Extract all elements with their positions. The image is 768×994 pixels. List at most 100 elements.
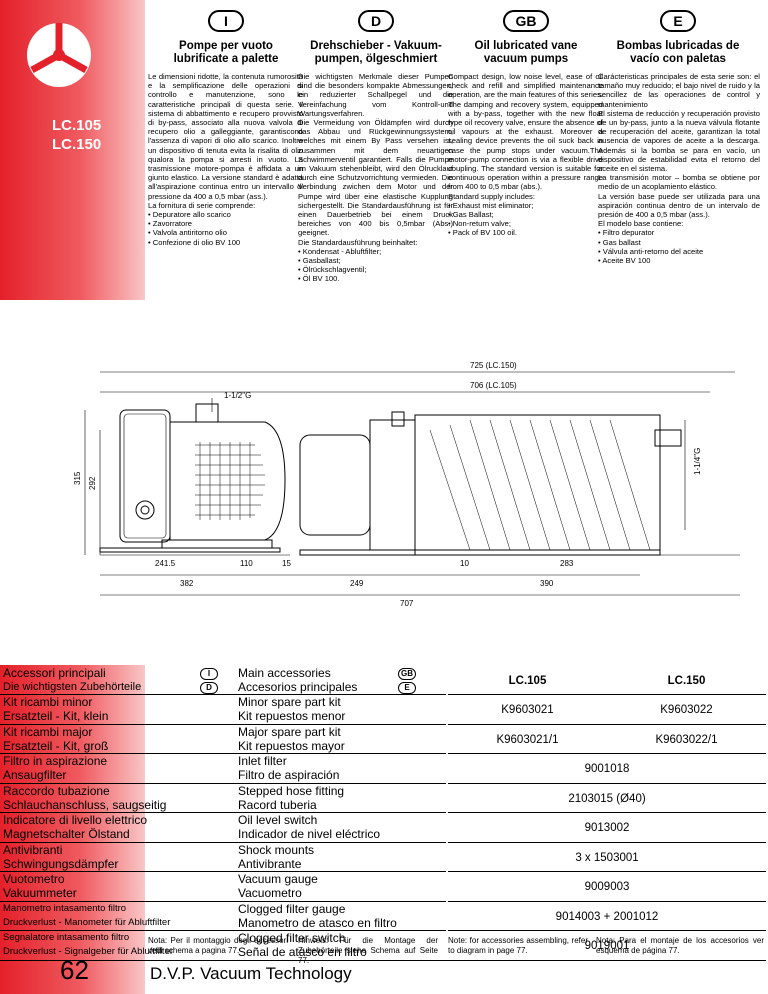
col-lc105: LC.105: [508, 675, 547, 687]
row-label-en: Clogged filter switch: [238, 931, 346, 945]
row-label-de: Druckverlust - Manometer für Abluftfilte…: [3, 916, 171, 928]
row-label-es: Kit repuestos menor: [238, 709, 346, 723]
dim-382: 382: [180, 579, 194, 588]
lang-header-gb: GB Oil lubricated vane vacuum pumps: [446, 10, 606, 66]
row-label-es: Racord tuberia: [238, 797, 317, 812]
dim-315: 315: [73, 471, 82, 485]
row-label-es: Antivibrante: [238, 856, 302, 871]
row-divider: [0, 930, 446, 931]
part-number: 9019001: [584, 940, 630, 952]
row-label-it: Filtro in aspirazione: [3, 754, 108, 768]
desc-bullet: • Öl BV 100.: [298, 274, 340, 284]
dimension-lines: [84, 371, 740, 596]
row-divider: [0, 900, 446, 902]
row-label-en: Shock mounts: [238, 842, 315, 857]
desc-bullet: • Zavorratore: [148, 219, 193, 229]
row-divider: [0, 694, 446, 695]
acc-header-en: Main accessories: [238, 666, 331, 680]
row-label-es: Kit repuestos mayor: [238, 738, 345, 753]
note-it: Nota: Per il montaggio degli accessori v…: [148, 936, 288, 955]
title-line: vacío con paletas: [630, 53, 726, 65]
desc-para: Standard supply includes:: [448, 191, 535, 201]
badge-gb: GB: [398, 668, 416, 680]
lang-badge: I: [208, 10, 244, 32]
row-label-en: Minor spare part kit: [238, 695, 341, 709]
dim-15: 15: [282, 559, 291, 568]
row-label-de: Druckverlust - Signalgeber für Abluftfil…: [3, 946, 174, 957]
desc-bullet: • Exhaust mist eliminator;: [448, 200, 534, 210]
lang-header-de: D Drehschieber - Vakuum- pumpen, ölgesch…: [296, 10, 456, 66]
row-label-de: Schwingungsdämpfer: [3, 856, 119, 871]
desc-bullet: • Pack of BV 100 oil.: [448, 228, 517, 238]
description-es: Carácteristicas principales de esta seri…: [598, 72, 760, 265]
company-logo-icon: [27, 23, 91, 87]
dim-outlet-thread: 1-1/4"G: [693, 448, 702, 475]
title-line: lubrificate a palette: [173, 53, 279, 65]
dim-283: 283: [560, 559, 574, 568]
acc-header-es: Accesorios principales: [238, 680, 358, 694]
row-divider: [0, 782, 446, 784]
company-name: D.V.P. Vacuum Technology: [150, 964, 352, 983]
desc-bullet: • Depuratore allo scarico: [148, 210, 231, 220]
note-es: Nota: Para el montaje de los accesorios …: [596, 936, 764, 955]
row-divider: [448, 723, 766, 725]
badge-de: D: [200, 682, 218, 694]
desc-para: El sistema de reducción y recuperación p…: [598, 108, 760, 174]
desc-bullet: • Aceite BV 100: [598, 256, 651, 266]
dim-390: 390: [540, 579, 554, 588]
badge-it: I: [200, 668, 218, 680]
title-line: Drehschieber - Vakuum-: [310, 40, 442, 52]
dim-725: 725 (LC.150): [470, 361, 517, 370]
pump-technical-drawing: 725 (LC.150) 706 (LC.105) 1-1/2"G 1-1/4"…: [0, 300, 768, 665]
lang-title: Pompe per vuoto lubrificate a palette: [146, 40, 306, 66]
dim-249: 249: [350, 579, 364, 588]
desc-para: Die Vermeidung von Öldämpfen wird durch …: [298, 118, 453, 238]
row-divider: [0, 959, 766, 961]
row-label-de: Ersatzteil - Kit, groß: [3, 738, 109, 753]
row-label-de: Schlauchanschluss, saugseitig: [3, 797, 167, 812]
part-number: 3 x 1503001: [575, 851, 639, 864]
part-number: 9009003: [584, 881, 630, 893]
dim-707: 707: [400, 599, 414, 608]
dim-706: 706 (LC.105): [470, 381, 517, 390]
row-label-en: Vacuum gauge: [238, 872, 318, 886]
model-name: LC.105: [52, 117, 102, 134]
lang-header-it: I Pompe per vuoto lubrificate a palette: [146, 10, 306, 66]
row-label-de: Vakuummeter: [3, 886, 77, 900]
dim-inlet-thread: 1-1/2"G: [224, 391, 251, 400]
lang-badge: GB: [503, 10, 549, 32]
desc-bullet: • Gas ballast: [598, 237, 641, 247]
row-label-de: Ersatzteil - Kit, klein: [3, 709, 109, 723]
description-it: Le dimensioni ridotte, la contenuta rumo…: [148, 72, 303, 247]
part-number: 2103015 (Ø40): [568, 792, 646, 805]
row-label-it: Kit ricambi minor: [3, 695, 93, 709]
desc-para: Le dimensioni ridotte, la contenuta rumo…: [148, 72, 303, 201]
row-divider: [448, 694, 766, 695]
row-divider: [448, 900, 766, 902]
desc-bullet: • Filtro depurator: [598, 228, 655, 238]
part-number: 9001018: [584, 763, 630, 775]
desc-para: Carácteristicas principales de esta seri…: [598, 72, 760, 109]
row-label-es: Vacuometro: [238, 886, 302, 900]
row-divider: [0, 812, 446, 813]
title-line: Pompe per vuoto: [179, 40, 273, 52]
part-number-lc105: K9603021: [501, 704, 554, 716]
lang-title: Bombas lubricadas de vacío con paletas: [598, 40, 758, 66]
part-number: 9013002: [584, 822, 630, 834]
lang-title: Oil lubricated vane vacuum pumps: [446, 40, 606, 66]
acc-header-de: Die wichtigsten Zubehörteile: [3, 681, 142, 693]
desc-bullet: • Non-return valve;: [448, 219, 512, 229]
row-label-it: Vuotometro: [3, 872, 65, 886]
description-gb: Compact design, low noise level, ease of…: [448, 72, 603, 238]
row-label-en: Oil level switch: [238, 813, 318, 827]
row-label-en: Stepped hose fitting: [238, 783, 345, 798]
model-list: LC.105 LC.150: [52, 116, 101, 154]
lang-header-es: E Bombas lubricadas de vacío con paletas: [598, 10, 758, 66]
acc-header-it: Accessori principali: [3, 666, 106, 680]
row-divider: [448, 782, 766, 784]
desc-para: Die wichtigsten Merkmale dieser Pumpen s…: [298, 72, 453, 118]
row-divider: [0, 723, 446, 725]
row-divider: [0, 753, 446, 754]
row-label-it: Raccordo tubazione: [3, 783, 110, 798]
lang-badge: E: [660, 10, 696, 32]
